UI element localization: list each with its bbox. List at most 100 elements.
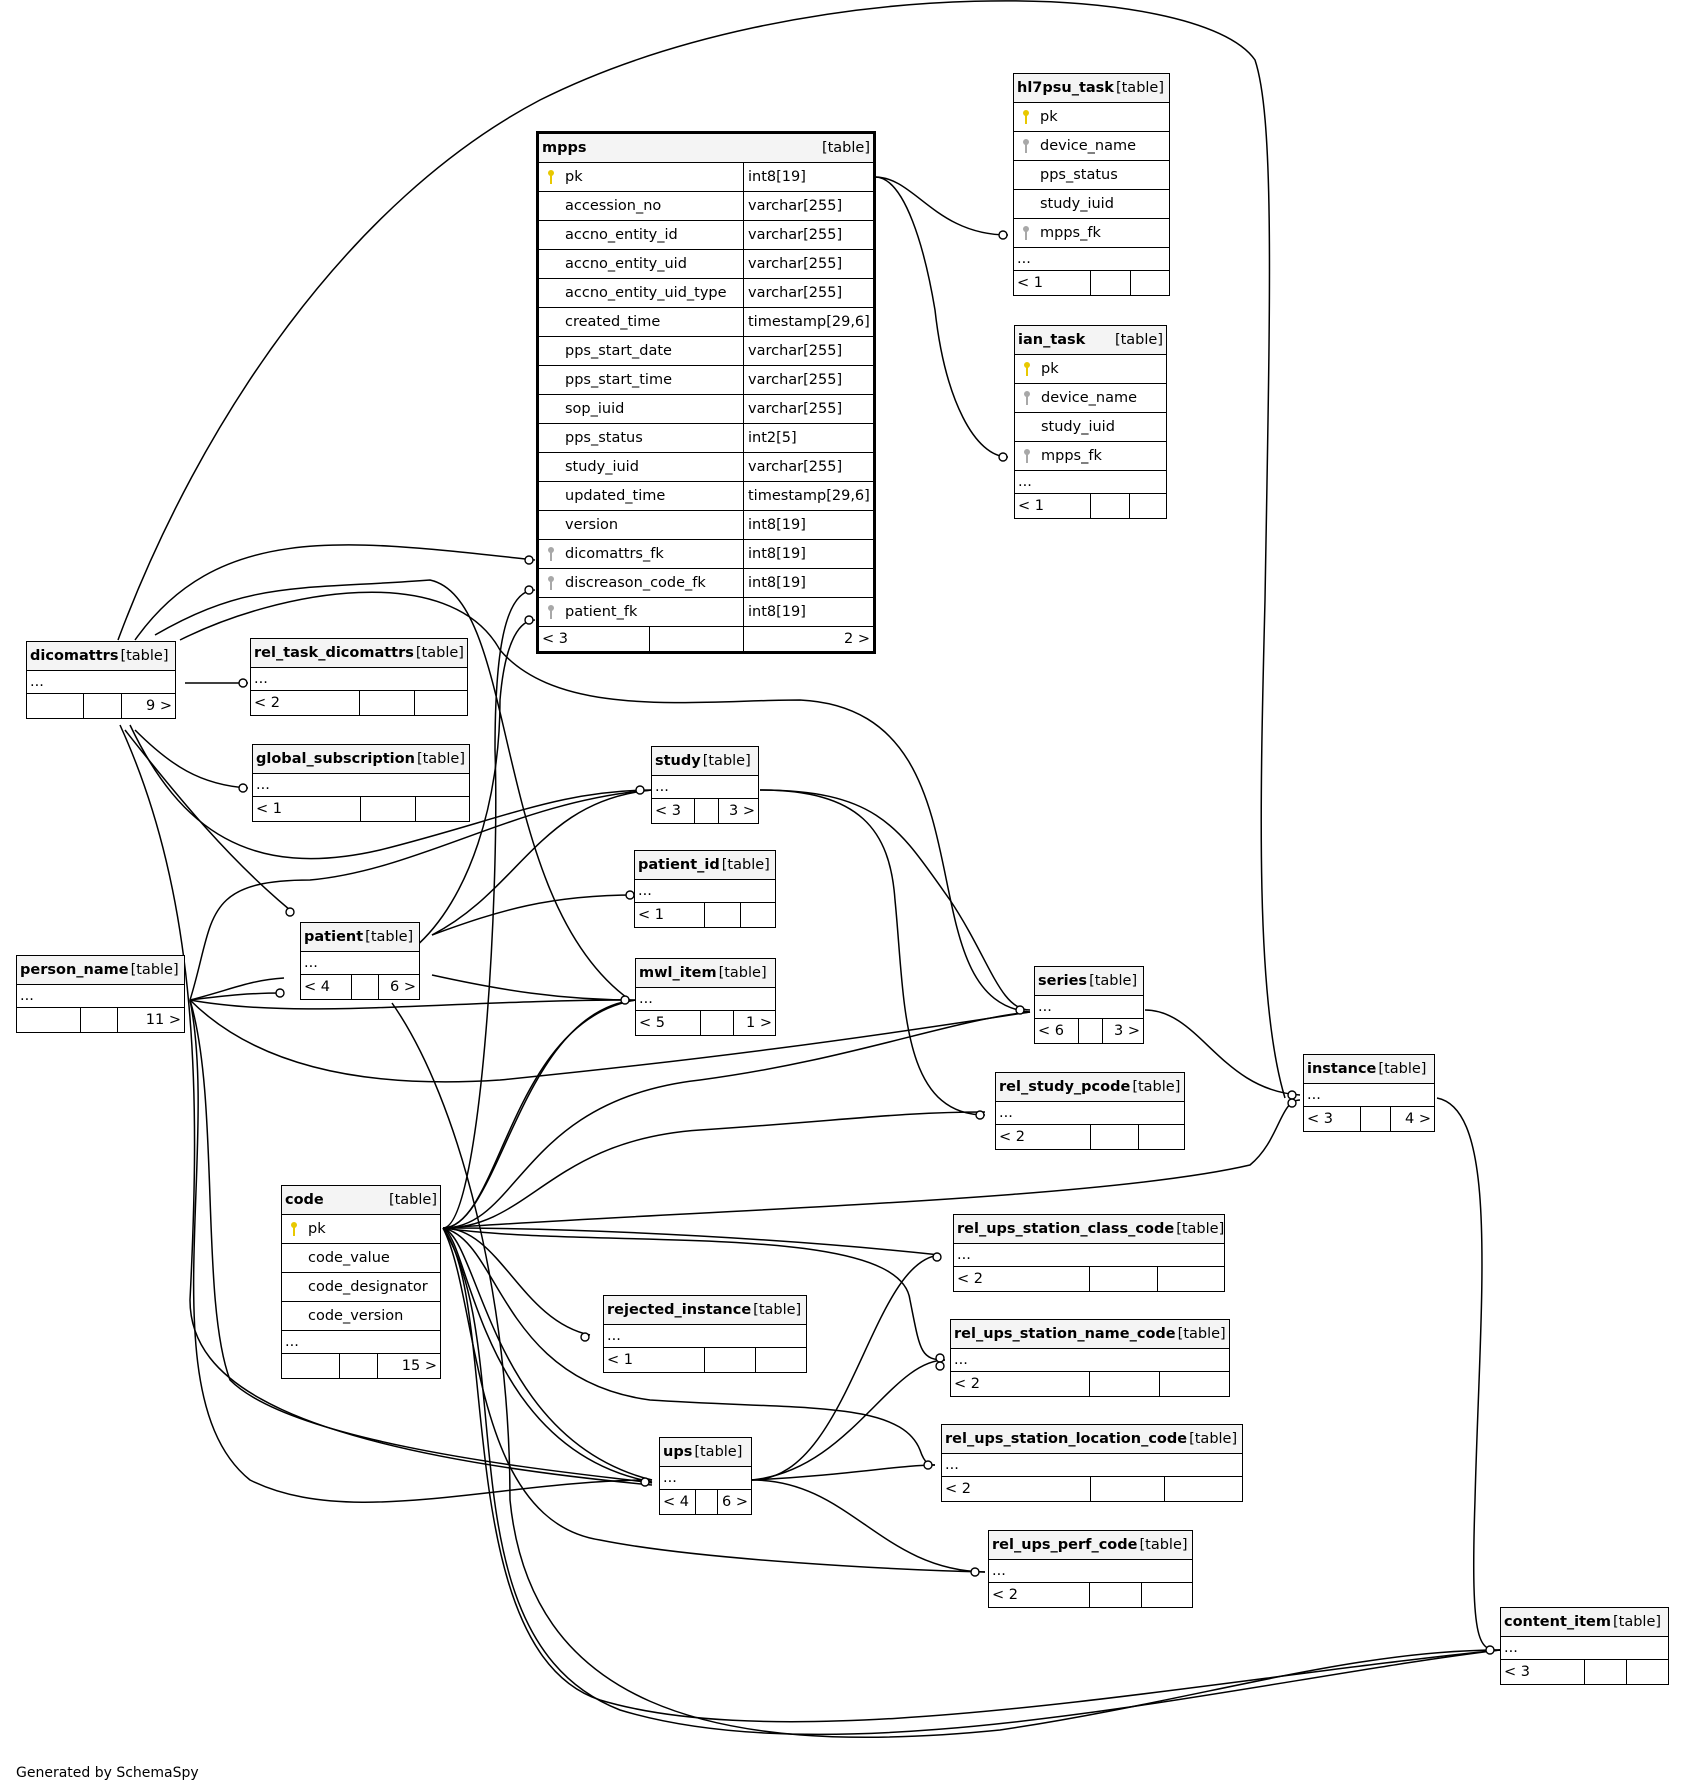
footer-children[interactable] (1157, 1267, 1224, 1291)
footer-parents[interactable]: < 1 (607, 1352, 633, 1368)
footer-children[interactable] (755, 1348, 806, 1372)
table-rel-ups-station-class-code[interactable]: rel_ups_station_class_code[table]...< 2 (953, 1214, 1225, 1292)
table-rel-ups-station-location-code[interactable]: rel_ups_station_location_code[table]...<… (941, 1424, 1243, 1502)
column-name: code_value (308, 1250, 390, 1266)
footer-parents[interactable]: < 2 (999, 1129, 1025, 1145)
column-row[interactable]: device_name (1014, 132, 1169, 161)
table-rel-ups-perf-code[interactable]: rel_ups_perf_code[table]...< 2 (988, 1530, 1193, 1608)
footer-parents[interactable]: < 2 (254, 695, 280, 711)
footer-children[interactable] (1138, 1125, 1184, 1149)
table-rel-ups-station-name-code[interactable]: rel_ups_station_name_code[table]...< 2 (950, 1319, 1230, 1397)
column-type: timestamp[29,6] (743, 482, 873, 510)
footer-children[interactable] (740, 903, 775, 927)
footer-parents[interactable] (17, 1008, 80, 1032)
footer-parents[interactable]: < 6 (1038, 1023, 1064, 1039)
table-footer: < 1 (1015, 494, 1166, 518)
column-row[interactable]: code_value (282, 1244, 440, 1273)
footer-children[interactable]: 11 > (117, 1008, 184, 1032)
footer-children[interactable] (415, 797, 469, 821)
footer-parents[interactable]: < 3 (1504, 1664, 1530, 1680)
footer-parents[interactable]: < 5 (639, 1015, 665, 1031)
footer-parents[interactable]: < 3 (655, 803, 681, 819)
column-row[interactable]: mpps_fk (1014, 219, 1169, 248)
footer-parents[interactable]: < 2 (945, 1481, 971, 1497)
footer-children[interactable] (414, 691, 467, 715)
column-name: code_designator (308, 1279, 428, 1295)
table-person-name[interactable]: person_name[table]...11 > (16, 955, 185, 1033)
footer-parents[interactable]: < 1 (1017, 275, 1043, 291)
footer-parents[interactable]: < 2 (954, 1376, 980, 1392)
footer-children[interactable]: 9 > (121, 694, 175, 718)
footer-parents[interactable]: < 3 (1307, 1111, 1333, 1127)
footer-children[interactable]: 2 > (743, 627, 873, 651)
table-rel-task-dicomattrs[interactable]: rel_task_dicomattrs[table]...< 2 (250, 638, 468, 716)
footer-parents[interactable]: < 4 (663, 1494, 689, 1510)
footer-parents[interactable]: < 1 (256, 801, 282, 817)
column-row[interactable]: study_iuid (1014, 190, 1169, 219)
table-content-item[interactable]: content_item[table]...< 3 (1500, 1607, 1669, 1685)
column-row[interactable]: device_name (1015, 384, 1166, 413)
footer-children[interactable]: 15 > (377, 1354, 440, 1378)
footer-children[interactable]: 1 > (733, 1011, 775, 1035)
footer-children[interactable] (1159, 1372, 1229, 1396)
footer-children[interactable] (1626, 1660, 1668, 1684)
footer-parents[interactable]: < 2 (957, 1271, 983, 1287)
footer-children[interactable] (1164, 1477, 1242, 1501)
column-row[interactable]: pk (282, 1215, 440, 1244)
table-rel-study-pcode[interactable]: rel_study_pcode[table]...< 2 (995, 1072, 1185, 1150)
footer-parents[interactable]: < 4 (304, 979, 330, 995)
no-key-spacer (542, 283, 562, 303)
column-row[interactable]: pk (1014, 103, 1169, 132)
table-global-subscription[interactable]: global_subscription[table]...< 1 (252, 744, 470, 822)
column-row[interactable]: pps_status (1014, 161, 1169, 190)
footer-children[interactable]: 6 > (378, 975, 419, 999)
footer-parents[interactable]: < 2 (992, 1587, 1018, 1603)
footer-parents[interactable]: < 3 (542, 631, 568, 647)
column-row[interactable]: pk (1015, 355, 1166, 384)
footer-children[interactable]: 3 > (1102, 1019, 1143, 1043)
footer-parents[interactable]: < 1 (1018, 498, 1044, 514)
table-type-tag: [table] (1132, 1079, 1181, 1095)
footer-children[interactable]: 6 > (717, 1490, 751, 1514)
column-name: pps_start_date (565, 343, 672, 359)
table-rejected-instance[interactable]: rejected_instance[table]...< 1 (603, 1295, 807, 1373)
footer-parents[interactable]: < 1 (638, 907, 664, 923)
column-row[interactable]: code_version (282, 1302, 440, 1331)
table-patient-id[interactable]: patient_id[table]...< 1 (634, 850, 776, 928)
no-key-spacer (542, 370, 562, 390)
footer-parents[interactable] (27, 694, 83, 718)
column-row[interactable]: code_designator (282, 1273, 440, 1302)
column-row[interactable]: study_iuid (1015, 413, 1166, 442)
footer-children[interactable] (1141, 1583, 1192, 1607)
footer-children[interactable]: 4 > (1390, 1107, 1434, 1131)
footer-children[interactable]: 3 > (718, 799, 758, 823)
table-dicomattrs[interactable]: dicomattrs[table]...9 > (26, 641, 176, 719)
column-row[interactable]: mpps_fk (1015, 442, 1166, 471)
